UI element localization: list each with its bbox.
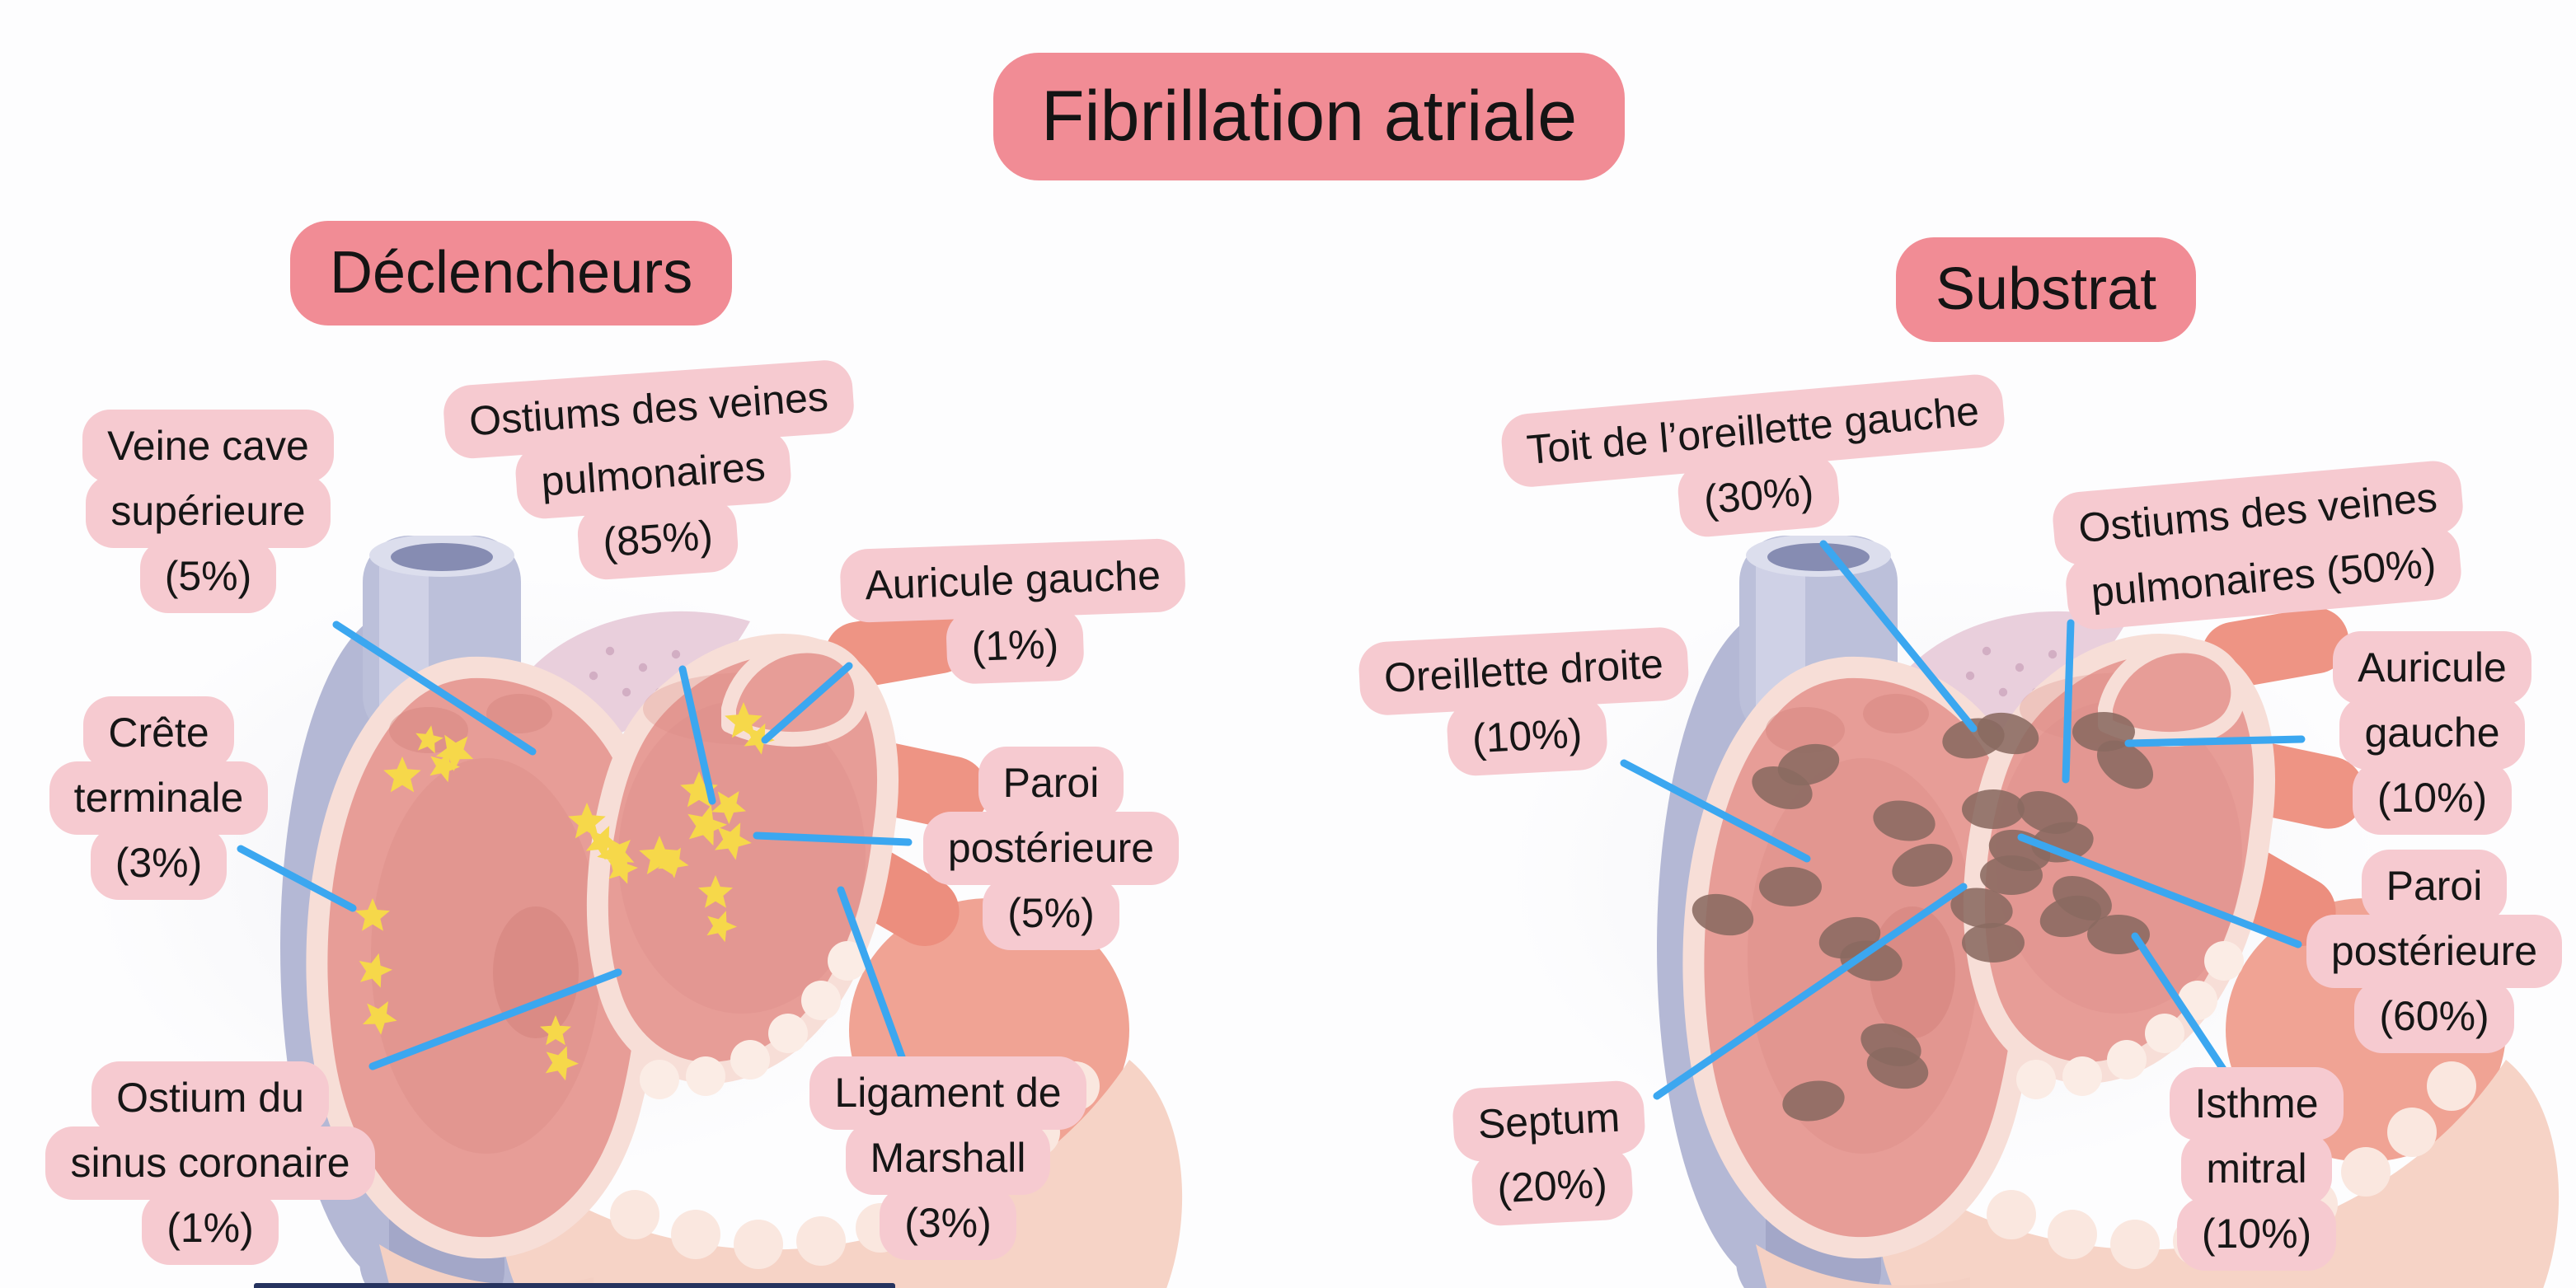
connector-ostiums-85: [678, 665, 716, 805]
substrate-spot-icon: [1752, 766, 1813, 810]
trigger-star-icon: [725, 702, 762, 738]
trigger-star-icon: [568, 803, 606, 839]
connector-paroi-5: [753, 831, 913, 846]
trigger-star-icon: [415, 725, 443, 754]
substrate-spot-icon: [1977, 712, 2039, 755]
connector-veine-cave: [332, 621, 537, 756]
substrate-spot-icon: [1980, 855, 2043, 895]
ventricular-mass: [1878, 1060, 2560, 1288]
substrate-spot-icon: [1962, 923, 2025, 962]
connector-paroi-60: [2017, 833, 2302, 948]
connector-septum: [1653, 883, 1968, 1100]
substrate-spot-icon: [2096, 740, 2154, 789]
trigger-star-icon: [597, 836, 635, 873]
bottom-edge-line: [254, 1283, 895, 1288]
substrate-spot-icon: [2087, 915, 2150, 954]
substrate-spot-icon: [2039, 895, 2102, 938]
trigger-star-icon: [706, 911, 737, 943]
trigger-star-icon: [715, 822, 752, 860]
substrate-spot-icon: [1692, 893, 1754, 936]
trigger-star-icon: [711, 791, 746, 824]
trigger-star-icon: [744, 723, 775, 755]
trigger-star-icon: [585, 826, 620, 860]
substrate-spot-icon: [1866, 1047, 1929, 1089]
substrate-spot-markers: [1692, 712, 2154, 1122]
connector-marshall: [837, 886, 908, 1066]
connector-oreillette-droite: [1620, 759, 1811, 863]
trigger-star-icon: [540, 1015, 571, 1046]
trigger-star-icon: [698, 875, 733, 908]
connector-auricule-1: [761, 662, 853, 744]
substrate-spot-icon: [1962, 789, 2025, 829]
trigger-star-icon: [687, 804, 727, 846]
connector-ostium-sinus: [368, 968, 622, 1070]
trigger-star-icon: [608, 852, 638, 884]
substrate-spot-icon: [1840, 940, 1903, 981]
heading-substrat: Substrat: [1896, 237, 2197, 343]
substrate-spot-icon: [1759, 867, 1822, 906]
trigger-star-icon: [435, 734, 474, 771]
trigger-star-icon: [363, 1001, 397, 1035]
trigger-star-icon: [429, 751, 460, 783]
heading-declencheurs: Déclencheurs: [290, 221, 733, 326]
connector-auricule-10: [2124, 735, 2306, 747]
trigger-star-icon: [545, 1046, 579, 1081]
connector-toit: [1819, 540, 1978, 733]
page-title: Fibrillation atriale: [993, 53, 1626, 180]
substrate-spot-icon: [1782, 1080, 1845, 1122]
connector-isthme: [2131, 932, 2230, 1077]
connector-crete: [237, 845, 357, 912]
substrate-spot-icon: [1873, 800, 1936, 841]
trigger-star-icon: [355, 898, 390, 931]
connector-ostiums-50: [2062, 619, 2075, 784]
trigger-star-icon: [383, 756, 421, 793]
substrate-spot-icon: [1950, 888, 2013, 929]
trigger-star-icon: [359, 953, 392, 988]
substrate-spot-icon: [1892, 843, 1953, 888]
trigger-star-icon: [657, 847, 689, 878]
